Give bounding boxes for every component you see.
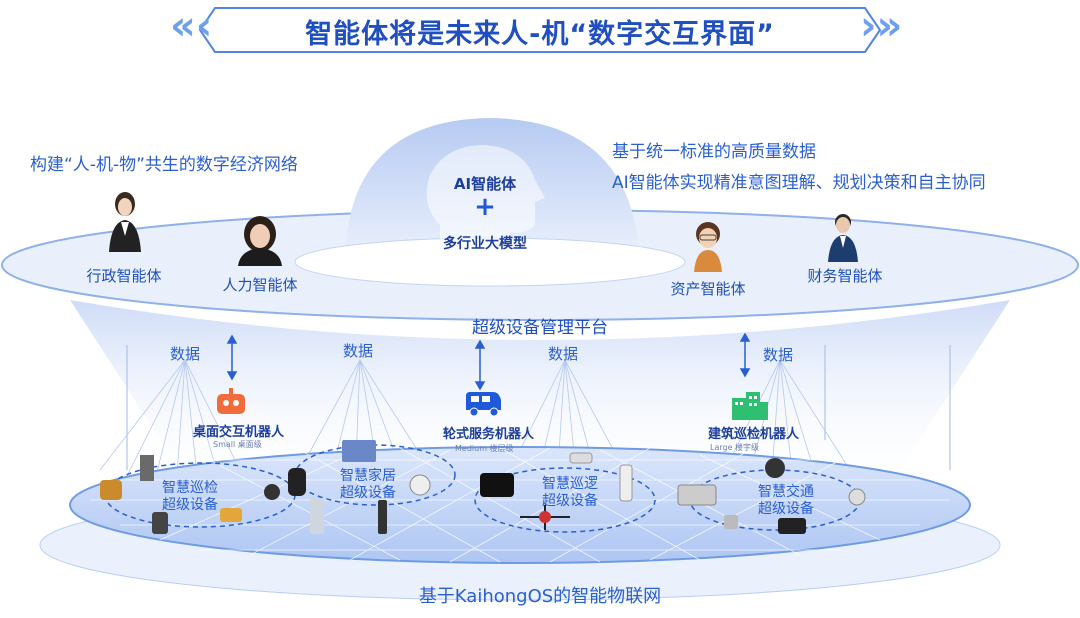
smart-screen-icon bbox=[342, 440, 376, 462]
patrol-group-line1: 智慧巡逻 bbox=[542, 476, 598, 492]
inspection-robot-icon bbox=[100, 480, 122, 500]
patrol-camera-icon bbox=[569, 452, 593, 464]
home-group-line1: 智慧家居 bbox=[340, 468, 396, 484]
traffic-group-line1: 智慧交通 bbox=[758, 484, 814, 500]
head-silhouette bbox=[426, 145, 545, 255]
home-group-line2: 超级设备 bbox=[340, 485, 396, 501]
sensor-pole-icon bbox=[140, 455, 154, 481]
inspection-group-line1: 智慧巡检 bbox=[162, 480, 218, 496]
ai-agent-label: AI智能体 bbox=[453, 175, 517, 193]
desktop-robot-size: Small 桌面级 bbox=[213, 440, 262, 449]
data-label-3: 数据 bbox=[548, 345, 579, 363]
patrol-group-line2: 超级设备 bbox=[542, 493, 598, 509]
home-camera-icon bbox=[409, 474, 431, 496]
data-fan-lines bbox=[99, 359, 851, 516]
right-heading-2: AI智能体实现精准意图理解、规划决策和自主协同 bbox=[612, 173, 986, 193]
traffic-sensor-icon bbox=[724, 515, 738, 529]
finance-agent-avatar bbox=[828, 214, 858, 262]
webcam-icon bbox=[264, 484, 280, 500]
funnel-shape bbox=[70, 300, 1010, 495]
traffic-device-group: 智慧交通 超级设备 bbox=[746, 484, 826, 518]
building-robot-size: Large 楼宇级 bbox=[710, 443, 760, 452]
traffic-group-line2: 超级设备 bbox=[758, 501, 814, 517]
humanoid-robot-icon bbox=[619, 464, 633, 502]
data-arrows bbox=[226, 332, 751, 391]
admin-agent-avatar bbox=[109, 192, 141, 252]
hr-agent-avatar bbox=[238, 216, 282, 266]
wheeled-robot-label: 轮式服务机器人 bbox=[443, 427, 535, 442]
wheeled-robot-size: Medium 楼层级 bbox=[455, 444, 514, 453]
robot-icon bbox=[217, 388, 245, 414]
page-title: 智能体将是未来人-机“数字交互界面” bbox=[305, 19, 775, 50]
patrol-device-group: 智慧巡逻 超级设备 bbox=[530, 476, 610, 510]
left-chevrons-icon: «‹ bbox=[170, 3, 213, 49]
industry-model-label: 多行业大模型 bbox=[443, 236, 527, 252]
data-label-2: 数据 bbox=[343, 342, 374, 360]
handheld-device-icon bbox=[152, 512, 168, 534]
device-platform-label: 超级设备管理平台 bbox=[472, 318, 608, 338]
crawler-robot-icon bbox=[220, 508, 242, 522]
inspection-device-group: 智慧巡检 超级设备 bbox=[150, 480, 230, 514]
title-frame bbox=[198, 7, 882, 53]
right-heading-1: 基于统一标准的高质量数据 bbox=[612, 142, 816, 162]
plus-icon: + bbox=[474, 192, 496, 222]
hr-agent-label: 人力智能体 bbox=[222, 276, 298, 294]
data-label-4: 数据 bbox=[763, 346, 794, 364]
control-panel-icon bbox=[480, 473, 514, 497]
home-device-group: 智慧家居 超级设备 bbox=[328, 468, 408, 502]
dome-camera-icon bbox=[765, 458, 785, 478]
data-label-1: 数据 bbox=[170, 345, 201, 363]
inspection-group-line2: 超级设备 bbox=[162, 497, 218, 513]
smart-lock-icon bbox=[310, 498, 324, 534]
server-box-icon bbox=[677, 484, 717, 506]
desktop-robot-label: 桌面交互机器人 bbox=[193, 425, 285, 440]
smart-speaker-icon bbox=[288, 468, 306, 496]
building-icon bbox=[732, 392, 768, 420]
radar-sensor-icon bbox=[848, 488, 866, 506]
finance-agent-label: 财务智能体 bbox=[807, 267, 883, 285]
asset-agent-avatar bbox=[694, 222, 722, 272]
car-terminal-icon bbox=[778, 518, 806, 534]
iot-network-label: 基于KaihongOS的智能物联网 bbox=[418, 586, 662, 607]
door-lock-icon bbox=[378, 500, 387, 534]
service-vehicle-icon bbox=[466, 392, 501, 417]
left-heading: 构建“人-机-物”共生的数字经济网络 bbox=[30, 155, 298, 175]
right-chevrons-icon: ›» bbox=[860, 3, 903, 49]
building-robot-label: 建筑巡检机器人 bbox=[708, 427, 800, 442]
admin-agent-label: 行政智能体 bbox=[86, 267, 162, 285]
drone-icon bbox=[520, 505, 570, 530]
asset-agent-label: 资产智能体 bbox=[670, 280, 746, 298]
